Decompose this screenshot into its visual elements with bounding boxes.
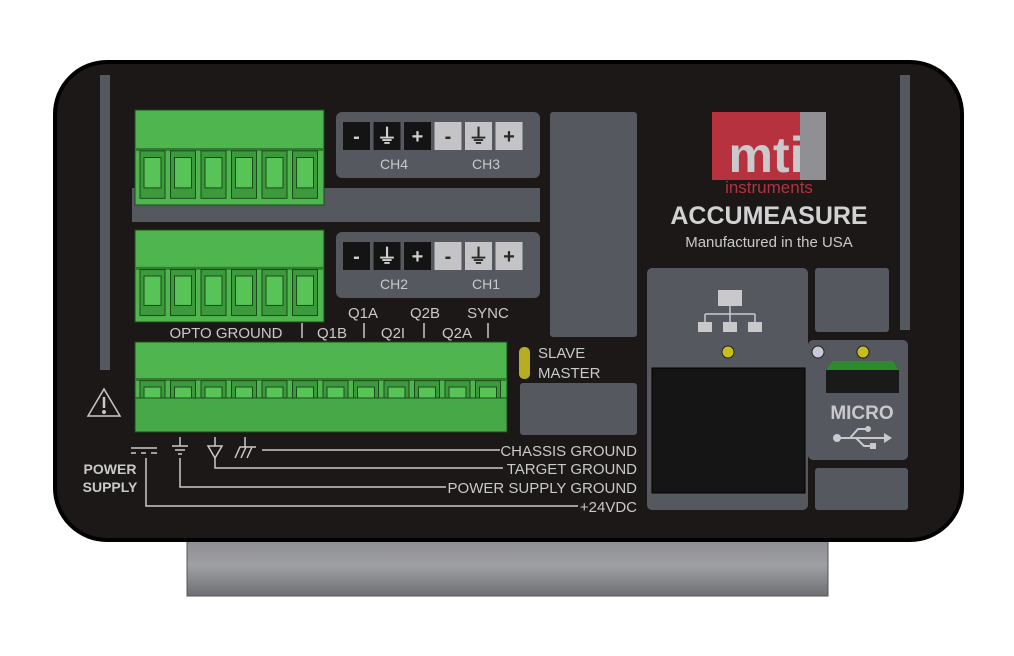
mti-logo: mti instruments bbox=[712, 112, 826, 197]
terminal-bottom-3: - bbox=[434, 242, 462, 270]
left-rail bbox=[100, 75, 110, 370]
blank-panel-bottom bbox=[815, 468, 908, 510]
connector-pin[interactable] bbox=[231, 269, 257, 317]
ch4-label: CH4 bbox=[380, 156, 408, 172]
label-q2i: Q2I bbox=[381, 325, 405, 342]
usb-led bbox=[856, 345, 870, 359]
connector-pin[interactable] bbox=[231, 150, 257, 199]
ch3-label: CH3 bbox=[472, 156, 500, 172]
connector-pin[interactable] bbox=[200, 150, 227, 199]
io-connector-body bbox=[134, 397, 508, 433]
terminal-bottom-0: - bbox=[343, 242, 370, 270]
logo-text: mti bbox=[729, 127, 804, 183]
blank-panel-small bbox=[815, 268, 889, 332]
terminal-symbol: ⏚ bbox=[377, 125, 397, 148]
connector-pin[interactable] bbox=[139, 269, 166, 317]
warning-icon bbox=[86, 387, 122, 417]
label-separators bbox=[301, 323, 489, 338]
label-opto-ground: OPTO GROUND bbox=[169, 325, 282, 342]
connector-pin[interactable] bbox=[292, 150, 318, 199]
connector-pin[interactable] bbox=[261, 269, 288, 317]
power-supply-title-1: POWER bbox=[84, 461, 137, 477]
mounting-bracket bbox=[186, 534, 829, 597]
label-sync: SYNC bbox=[467, 305, 509, 322]
chassis-ground-symbol bbox=[234, 437, 256, 459]
ethernet-port[interactable] bbox=[651, 367, 806, 494]
terminal-top-3: - bbox=[434, 122, 462, 150]
label-q2b: Q2B bbox=[410, 305, 440, 322]
terminal-bottom-2: + bbox=[404, 242, 431, 270]
terminal-bottom-1: ⏚ bbox=[373, 242, 401, 270]
terminal-symbol: + bbox=[412, 126, 424, 148]
ch1-label: CH1 bbox=[472, 276, 500, 292]
connector-pin[interactable] bbox=[292, 269, 318, 317]
usb-label: MICRO bbox=[830, 403, 893, 424]
terminal-top-0: - bbox=[343, 122, 370, 150]
slave-master-switch[interactable] bbox=[519, 347, 530, 379]
logo-subtext: instruments bbox=[725, 178, 813, 197]
connector-pin[interactable] bbox=[200, 269, 227, 317]
ch12-connector[interactable] bbox=[134, 229, 325, 323]
terminal-top-2: + bbox=[404, 122, 431, 150]
label-q1a: Q1A bbox=[348, 305, 378, 322]
connector-pin[interactable] bbox=[261, 150, 288, 199]
terminal-symbol: - bbox=[445, 126, 452, 148]
slave-label: SLAVE bbox=[538, 345, 585, 362]
dc-symbol bbox=[131, 447, 157, 454]
power-led bbox=[811, 345, 825, 359]
terminal-symbol: + bbox=[503, 246, 515, 268]
ps-ground-label: POWER SUPPLY GROUND bbox=[448, 480, 638, 497]
power-supply-title-2: SUPPLY bbox=[83, 479, 138, 495]
terminal-bottom-5: + bbox=[495, 242, 523, 270]
right-rail bbox=[900, 75, 910, 330]
terminal-symbol: + bbox=[503, 126, 515, 148]
terminal-top-4: ⏚ bbox=[465, 122, 492, 150]
chassis-ground-label: CHASSIS GROUND bbox=[500, 443, 637, 460]
label-q1b: Q1B bbox=[317, 325, 347, 342]
ch2-label: CH2 bbox=[380, 276, 408, 292]
product-name: ACCUMEASURE bbox=[670, 202, 867, 230]
master-label: MASTER bbox=[538, 365, 601, 382]
micro-usb-port-insert bbox=[826, 361, 899, 370]
terminal-symbol: - bbox=[353, 126, 360, 148]
network-icon bbox=[698, 290, 762, 332]
ch34-connector[interactable] bbox=[134, 109, 325, 206]
usb-panel bbox=[808, 340, 908, 460]
terminal-symbol: + bbox=[412, 246, 424, 268]
terminal-symbol: ⏚ bbox=[469, 125, 489, 148]
blank-panel-tall bbox=[550, 112, 637, 337]
terminal-symbol: - bbox=[445, 246, 452, 268]
ground-symbol bbox=[172, 437, 188, 455]
terminal-symbol: - bbox=[353, 246, 360, 268]
blank-panel-mode bbox=[520, 383, 637, 435]
target-ground-symbol bbox=[206, 437, 224, 460]
vdc-label: +24VDC bbox=[580, 499, 637, 516]
tagline: Manufactured in the USA bbox=[685, 234, 853, 251]
terminal-top-1: ⏚ bbox=[373, 122, 401, 150]
power-wiring bbox=[131, 437, 578, 507]
usb-icon bbox=[833, 426, 892, 449]
target-ground-label: TARGET GROUND bbox=[507, 461, 637, 478]
connector-pin[interactable] bbox=[139, 150, 166, 199]
terminal-bottom-4: ⏚ bbox=[465, 242, 492, 270]
label-q2a: Q2A bbox=[442, 325, 472, 342]
ethernet-led bbox=[721, 345, 735, 359]
connector-pin[interactable] bbox=[170, 269, 196, 317]
connector-pin[interactable] bbox=[170, 150, 196, 199]
terminal-symbol: ⏚ bbox=[377, 245, 397, 268]
terminal-top-5: + bbox=[495, 122, 523, 150]
terminal-symbol: ⏚ bbox=[469, 245, 489, 268]
